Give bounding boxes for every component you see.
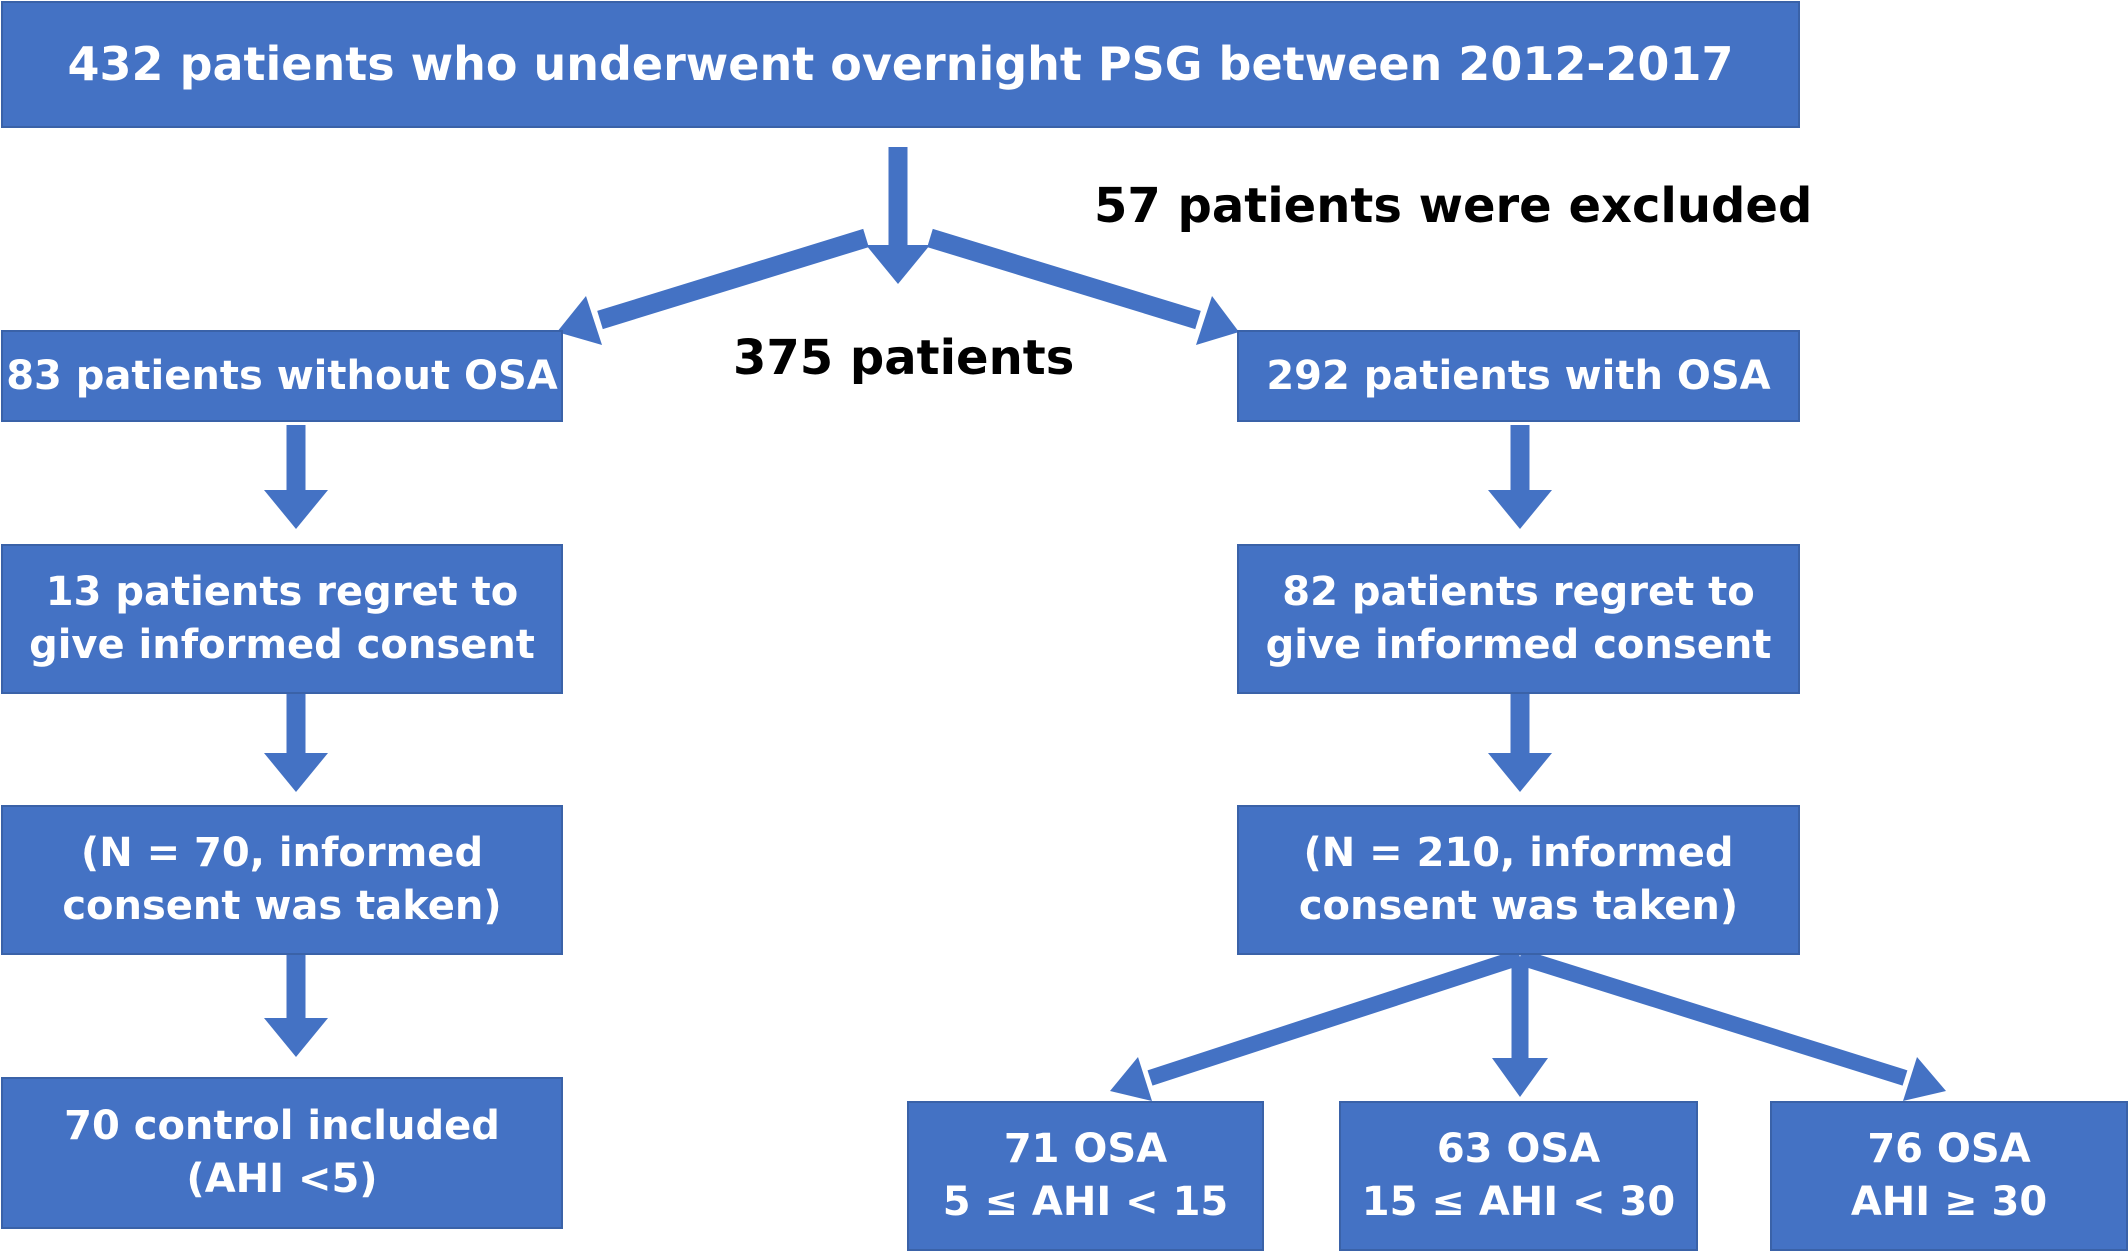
subgroup-box-severe: 76 OSA AHI ≥ 30 [1770, 1101, 2128, 1251]
left-regret-box: 13 patients regret to give informed cons… [1, 544, 563, 694]
top-box-text: 432 patients who underwent overnight PSG… [67, 37, 1734, 92]
subgroup-title: 76 OSA [1867, 1126, 2031, 1173]
left-consent-box: (N = 70, informed consent was taken) [1, 805, 563, 955]
arrow-fan-left [1110, 949, 1523, 1101]
remaining-note: 375 patients [733, 330, 1075, 386]
subgroup-box-moderate: 63 OSA 15 ≤ AHI < 30 [1339, 1101, 1698, 1251]
arrow-right-1 [1488, 425, 1552, 529]
arrow-left-3 [264, 955, 328, 1057]
right-consent-box: (N = 210, informed consent was taken) [1237, 805, 1800, 955]
right-consent-line-1: (N = 210, informed [1303, 830, 1734, 877]
top-box: 432 patients who underwent overnight PSG… [1, 1, 1800, 128]
left-included-line-1: 70 control included [64, 1103, 500, 1150]
right-regret-line-1: 82 patients regret to [1282, 569, 1755, 616]
subgroup-criteria: AHI ≥ 30 [1850, 1179, 2048, 1225]
arrow-fan-center [1492, 957, 1548, 1097]
left-included-line-2: (AHI <5) [186, 1156, 378, 1202]
right-group-label: 292 patients with OSA [1266, 352, 1771, 399]
right-regret-box: 82 patients regret to give informed cons… [1237, 544, 1800, 694]
arrow-left-2 [264, 694, 328, 792]
subgroup-criteria: 15 ≤ AHI < 30 [1361, 1179, 1676, 1225]
excluded-note: 57 patients were excluded [1094, 178, 1813, 234]
subgroup-box-mild: 71 OSA 5 ≤ AHI < 15 [907, 1101, 1264, 1251]
left-regret-line-2: give informed consent [29, 622, 535, 668]
left-regret-line-1: 13 patients regret to [45, 569, 519, 616]
arrow-right-2 [1488, 694, 1552, 792]
arrow-split-left [557, 228, 869, 345]
arrow-left-1 [264, 425, 328, 529]
right-group-box: 292 patients with OSA [1237, 330, 1800, 422]
right-regret-line-2: give informed consent [1265, 622, 1772, 668]
subgroup-title: 63 OSA [1436, 1126, 1601, 1173]
subgroup-criteria: 5 ≤ AHI < 15 [942, 1179, 1229, 1225]
left-included-box: 70 control included (AHI <5) [1, 1077, 563, 1229]
left-group-box: 83 patients without OSA [1, 330, 563, 422]
arrow-fan-right [1517, 949, 1946, 1101]
arrow-split-right [927, 228, 1239, 345]
left-consent-line-2: consent was taken) [62, 883, 502, 929]
right-consent-line-2: consent was taken) [1298, 883, 1739, 929]
arrow-top-down [866, 147, 930, 284]
left-group-label: 83 patients without OSA [6, 352, 558, 399]
left-consent-line-1: (N = 70, informed [80, 830, 484, 877]
subgroup-title: 71 OSA [1003, 1126, 1168, 1173]
